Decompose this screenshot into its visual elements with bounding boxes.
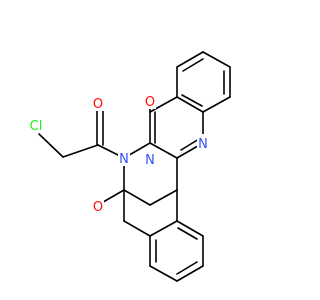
bond — [149, 220, 178, 237]
atom-label-o-bottom: O — [93, 200, 103, 215]
bond — [176, 265, 204, 282]
bond — [149, 265, 178, 282]
atom-label-background — [118, 149, 130, 166]
bond — [176, 220, 204, 237]
atom-label-o-acyl: O — [93, 97, 103, 112]
atom-label-n-ring: N — [145, 153, 155, 168]
atom-label-background — [92, 197, 104, 214]
bond — [202, 51, 231, 68]
bond — [123, 220, 151, 237]
bond — [38, 133, 64, 158]
atom-label-o-top: O — [145, 95, 155, 110]
atom-label-cl: Cl — [30, 119, 43, 134]
bond — [149, 189, 178, 206]
bond — [176, 261, 198, 275]
atom-label-n-acyl: N — [119, 152, 129, 167]
atom-label-background — [144, 150, 156, 167]
bond — [202, 96, 231, 113]
bond — [176, 96, 204, 113]
atom-label-background — [92, 94, 104, 111]
bond — [177, 227, 198, 240]
bond — [149, 142, 178, 159]
bond — [123, 189, 151, 206]
bond — [181, 94, 203, 107]
bond — [62, 144, 99, 158]
bond — [149, 96, 178, 113]
bond — [182, 58, 204, 72]
bond — [180, 138, 200, 151]
atom-label-n-imine: N — [198, 137, 208, 152]
atom-label-background — [197, 134, 209, 151]
bond — [176, 51, 204, 68]
bond-lines — [38, 51, 231, 282]
atom-label-background — [26, 116, 46, 133]
atom-label-background — [144, 92, 156, 109]
